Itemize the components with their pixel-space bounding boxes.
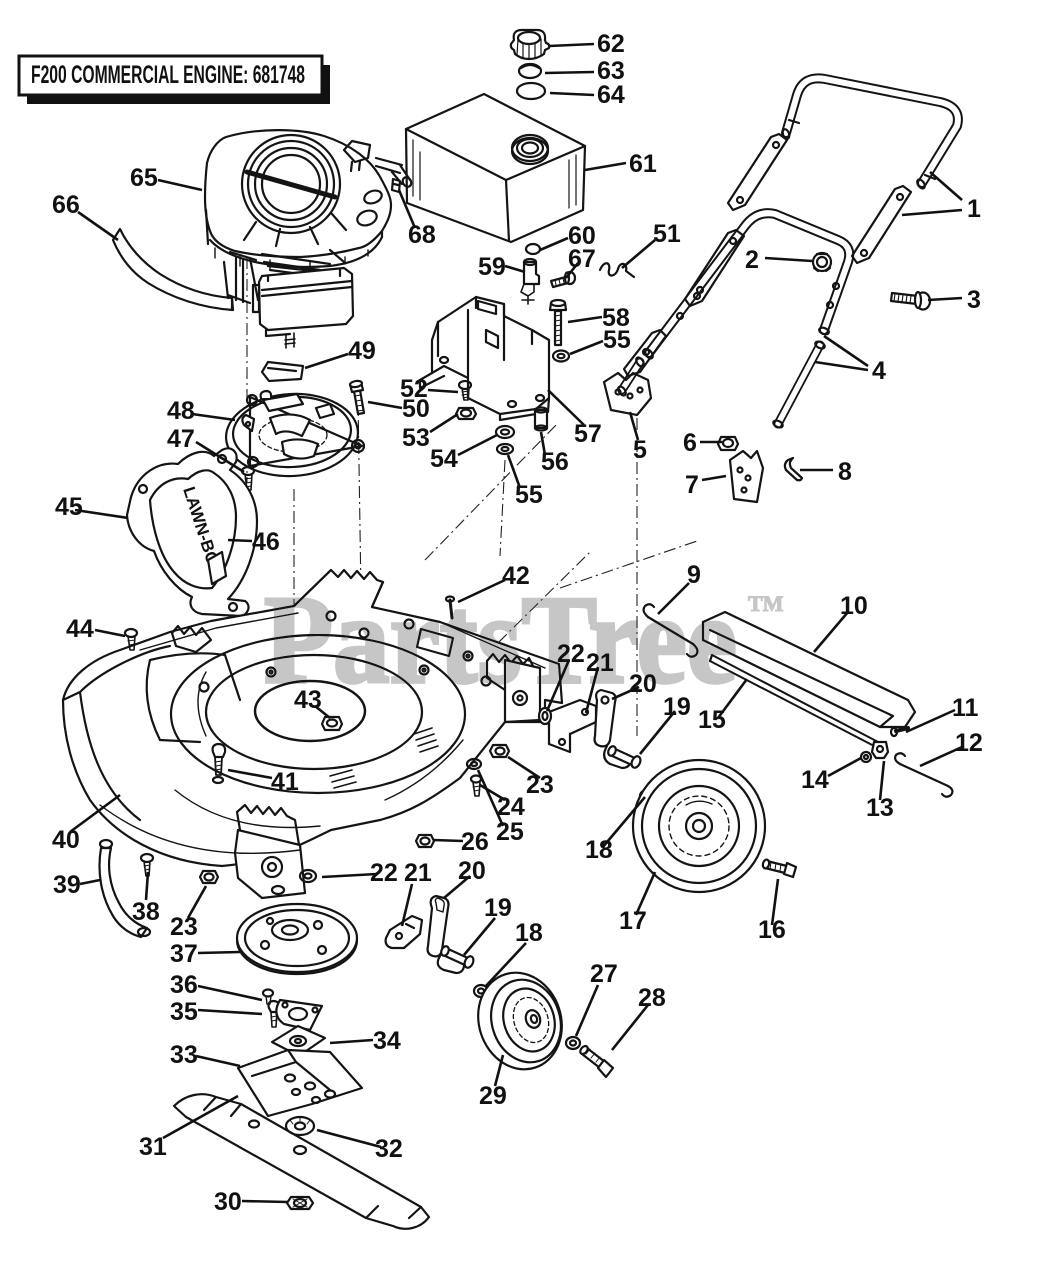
svg-text:43: 43 — [294, 686, 322, 714]
svg-text:8: 8 — [838, 458, 852, 486]
svg-text:39: 39 — [53, 871, 81, 899]
svg-text:36: 36 — [170, 971, 198, 999]
svg-text:41: 41 — [271, 768, 299, 796]
svg-text:22: 22 — [370, 859, 398, 887]
svg-text:21: 21 — [404, 859, 432, 887]
svg-text:57: 57 — [574, 420, 602, 448]
svg-text:28: 28 — [638, 984, 666, 1012]
svg-text:23: 23 — [170, 913, 198, 941]
svg-text:7: 7 — [685, 471, 699, 499]
svg-text:50: 50 — [402, 395, 430, 423]
svg-text:56: 56 — [541, 448, 569, 476]
svg-text:26: 26 — [461, 828, 489, 856]
svg-text:51: 51 — [653, 220, 681, 248]
svg-text:62: 62 — [597, 30, 625, 58]
svg-text:18: 18 — [585, 836, 613, 864]
svg-text:21: 21 — [586, 649, 614, 677]
svg-text:11: 11 — [952, 694, 979, 722]
svg-text:59: 59 — [478, 253, 506, 281]
svg-text:19: 19 — [484, 894, 512, 922]
svg-text:22: 22 — [557, 640, 585, 668]
svg-text:PartsTree: PartsTree — [264, 571, 737, 710]
svg-text:19: 19 — [663, 693, 691, 721]
svg-text:TM: TM — [748, 591, 784, 616]
svg-text:68: 68 — [408, 221, 436, 249]
svg-text:42: 42 — [502, 562, 530, 590]
svg-text:37: 37 — [170, 940, 198, 968]
svg-text:1: 1 — [967, 195, 981, 223]
svg-text:17: 17 — [619, 907, 647, 935]
svg-text:2: 2 — [745, 246, 759, 274]
svg-text:5: 5 — [633, 436, 647, 464]
svg-text:40: 40 — [52, 826, 80, 854]
svg-text:31: 31 — [139, 1133, 167, 1161]
svg-text:66: 66 — [52, 191, 80, 219]
svg-text:20: 20 — [458, 857, 486, 885]
svg-text:16: 16 — [758, 916, 786, 944]
svg-text:34: 34 — [373, 1027, 401, 1055]
svg-text:32: 32 — [375, 1135, 403, 1163]
svg-text:55: 55 — [515, 481, 543, 509]
svg-text:67: 67 — [568, 245, 596, 273]
svg-text:55: 55 — [603, 326, 631, 354]
svg-text:12: 12 — [955, 729, 983, 757]
svg-text:45: 45 — [55, 493, 83, 521]
svg-text:6: 6 — [683, 429, 697, 457]
svg-text:60: 60 — [568, 222, 596, 250]
svg-text:63: 63 — [597, 57, 625, 85]
svg-text:23: 23 — [526, 771, 554, 799]
svg-text:49: 49 — [348, 337, 376, 365]
svg-text:30: 30 — [214, 1188, 242, 1216]
svg-text:15: 15 — [698, 706, 726, 734]
svg-text:48: 48 — [167, 397, 195, 425]
svg-text:47: 47 — [167, 425, 195, 453]
svg-text:27: 27 — [590, 960, 618, 988]
svg-text:35: 35 — [170, 998, 198, 1026]
svg-text:4: 4 — [872, 357, 886, 385]
svg-text:53: 53 — [402, 424, 430, 452]
svg-text:3: 3 — [967, 286, 981, 314]
svg-text:14: 14 — [801, 766, 829, 794]
svg-text:64: 64 — [597, 81, 625, 109]
svg-text:61: 61 — [629, 150, 657, 178]
svg-text:25: 25 — [496, 818, 524, 846]
svg-text:52: 52 — [400, 375, 428, 403]
svg-text:24: 24 — [497, 793, 525, 821]
svg-text:29: 29 — [479, 1082, 507, 1110]
svg-text:58: 58 — [602, 304, 630, 332]
svg-text:46: 46 — [252, 528, 280, 556]
svg-text:13: 13 — [866, 794, 894, 822]
svg-text:44: 44 — [66, 615, 94, 643]
svg-text:54: 54 — [430, 445, 458, 473]
svg-text:33: 33 — [170, 1041, 198, 1069]
svg-text:20: 20 — [629, 670, 657, 698]
svg-text:10: 10 — [840, 592, 868, 620]
svg-text:18: 18 — [515, 919, 543, 947]
svg-text:38: 38 — [132, 898, 160, 926]
svg-text:65: 65 — [130, 164, 158, 192]
svg-text:F200 COMMERCIAL ENGINE: 681748: F200 COMMERCIAL ENGINE: 681748 — [31, 61, 305, 89]
svg-text:9: 9 — [687, 561, 701, 589]
